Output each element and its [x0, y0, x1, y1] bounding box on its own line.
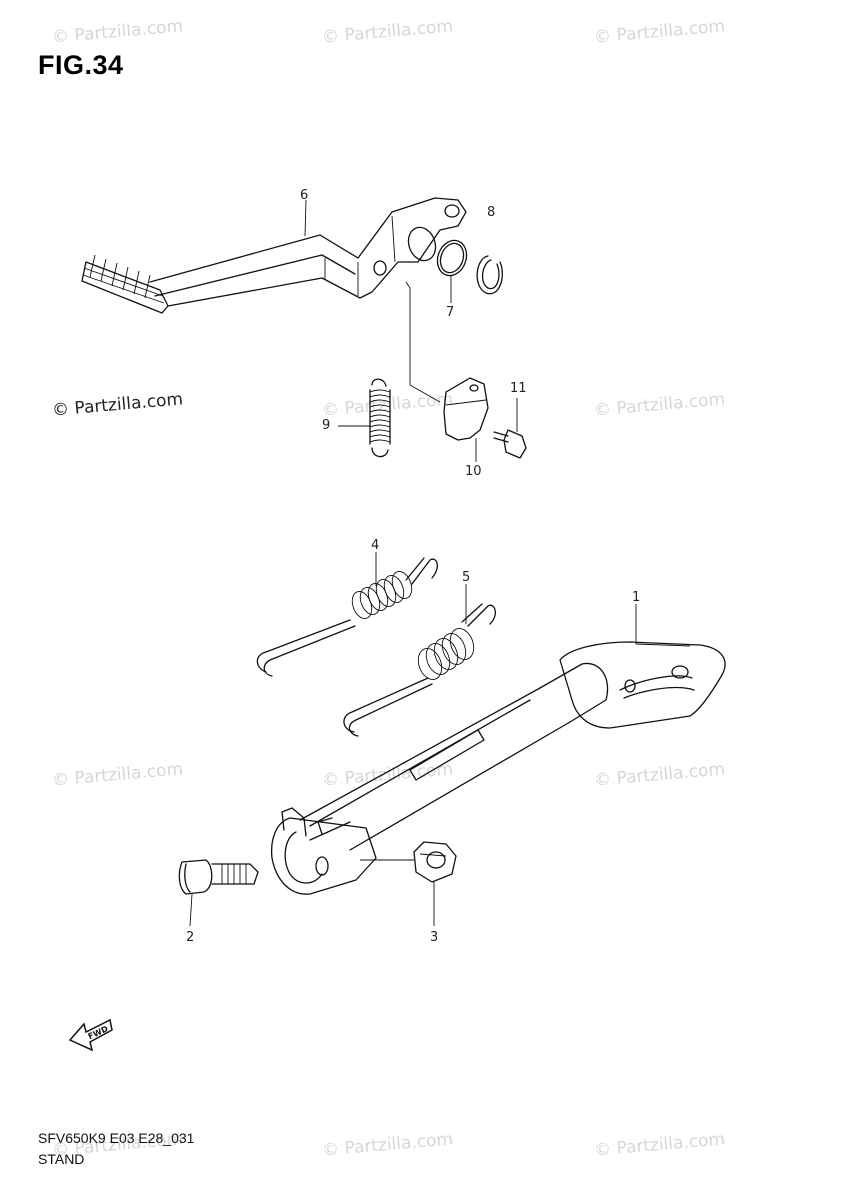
callout-6: 6 — [300, 188, 309, 203]
callout-9: 9 — [322, 418, 331, 433]
bolt-part — [493, 398, 527, 459]
callout-10: 10 — [465, 464, 482, 479]
bracket-part — [443, 377, 489, 462]
side-stand-spring-upper-part — [256, 552, 438, 677]
fwd-label: FWD — [87, 1024, 110, 1041]
side-stand-spring-lower-part — [343, 584, 496, 737]
section-name: STAND — [38, 1151, 85, 1167]
figure-title: FIG.34 — [38, 50, 124, 80]
fwd-arrow-icon: FWD — [68, 1018, 113, 1052]
circlip-part — [476, 255, 503, 295]
callout-11: 11 — [510, 381, 527, 396]
pedal-lever-part — [81, 197, 467, 314]
callout-2: 2 — [186, 930, 195, 945]
pivot-bolt-part — [178, 859, 259, 927]
side-stand-part — [270, 604, 726, 895]
washer-part — [436, 239, 468, 303]
callout-1: 1 — [632, 590, 641, 605]
callout-4: 4 — [371, 538, 380, 553]
nut-part — [413, 841, 457, 926]
diagram-code: SFV650K9 E03 E28_031 — [38, 1130, 195, 1146]
callout-8: 8 — [487, 205, 496, 220]
callout-7: 7 — [446, 305, 455, 320]
callout-3: 3 — [430, 930, 439, 945]
return-spring-part — [338, 378, 391, 458]
callout-5: 5 — [462, 570, 471, 585]
